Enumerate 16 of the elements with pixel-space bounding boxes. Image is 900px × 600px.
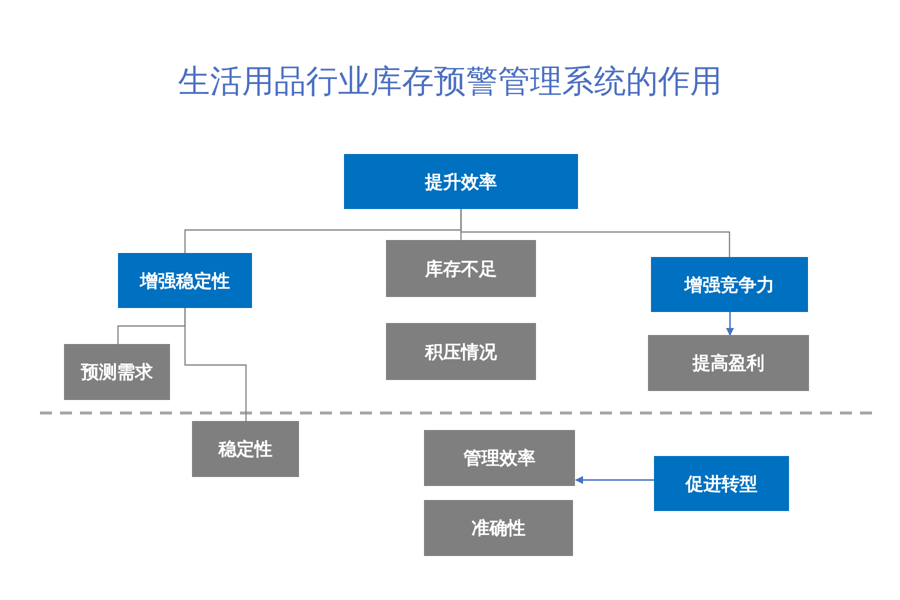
connector-line	[184, 308, 247, 421]
item-box: 预测需求	[64, 344, 170, 400]
item-box: 稳定性	[192, 421, 299, 477]
item-box: 提高盈利	[648, 335, 809, 391]
item-box: 库存不足	[386, 240, 536, 297]
item-box: 准确性	[424, 500, 573, 556]
item-box: 积压情况	[386, 323, 536, 380]
arrow	[575, 476, 654, 484]
highlight-box: 促进转型	[654, 456, 789, 511]
highlight-box: 提升效率	[344, 154, 578, 209]
title: 生活用品行业库存预警管理系统的作用	[177, 61, 723, 102]
connector-line	[460, 209, 730, 257]
item-box: 管理效率	[424, 430, 575, 486]
highlight-box: 增强竞争力	[651, 257, 808, 312]
highlight-box: 增强稳定性	[118, 253, 252, 308]
arrow	[726, 312, 734, 336]
